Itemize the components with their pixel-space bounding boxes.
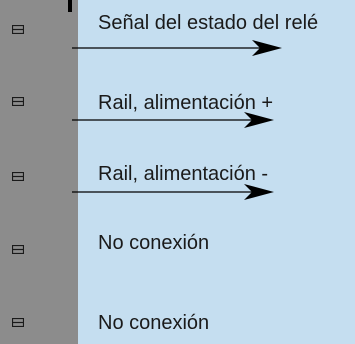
pin-1-terminal-icon <box>12 25 24 34</box>
pin-5-terminal-icon <box>12 318 24 327</box>
pin-2-terminal-icon <box>12 97 24 106</box>
pin-5-label: No conexión <box>98 312 210 334</box>
pin-3-arrow <box>72 184 274 200</box>
pin-3-terminal-icon <box>12 172 24 181</box>
pin-1-arrow <box>72 40 282 56</box>
pin-3-label: Rail, alimentación - <box>98 163 269 185</box>
pin-2-label: Rail, alimentación + <box>98 92 274 114</box>
pin-1-label: Señal del estado del relé <box>98 12 319 34</box>
connector-top-tab <box>68 0 72 12</box>
pin-4-terminal-icon <box>12 245 24 254</box>
pin-4-label: No conexión <box>98 232 210 254</box>
pin-2-arrow <box>72 112 274 128</box>
